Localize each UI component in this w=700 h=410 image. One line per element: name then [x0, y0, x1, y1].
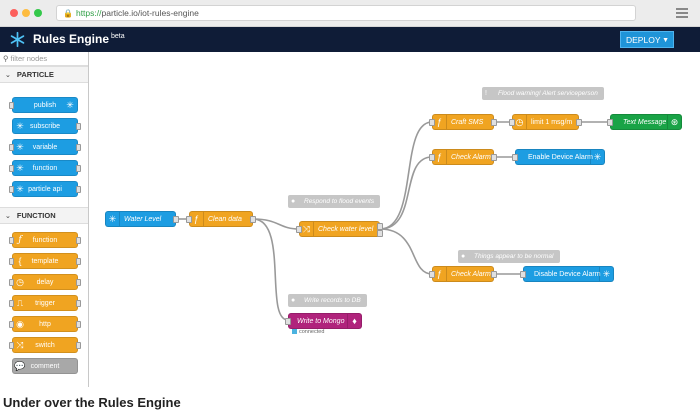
- address-bar[interactable]: 🔒https://particle.io/iot-rules-engine: [56, 5, 636, 21]
- palette-node-switch[interactable]: ⤨ switch: [9, 337, 81, 353]
- particle-icon: ✳: [599, 267, 613, 281]
- particle-icon: ✳: [590, 150, 604, 164]
- node-water-level[interactable]: ✳ Water Level: [105, 211, 179, 227]
- twilio-icon: ⊛: [667, 115, 681, 129]
- comment-normal[interactable]: ●Things appear to be normal: [458, 250, 560, 263]
- beta-badge: beta: [111, 33, 125, 40]
- palette-node-particle-function[interactable]: ✳ function: [9, 160, 81, 176]
- node-check-alarm-1[interactable]: ƒ Check Alarm: [429, 149, 497, 165]
- status-indicator-icon: [292, 329, 297, 335]
- lock-icon: 🔒: [63, 9, 73, 18]
- search-icon: ⚲: [3, 54, 9, 63]
- zoom-window-button[interactable]: [34, 9, 42, 17]
- function-icon: ƒ: [433, 267, 447, 281]
- switch-icon: ⤨: [300, 222, 314, 236]
- palette-node-particle-api[interactable]: ✳ particle api: [9, 181, 81, 197]
- chevron-down-icon: ⌄: [5, 213, 11, 220]
- mongo-status: connected: [292, 329, 324, 335]
- node-check-alarm-2[interactable]: ƒ Check Alarm: [429, 266, 497, 282]
- palette-node-subscribe[interactable]: ✳ subscribe: [12, 118, 81, 134]
- browser-menu-icon[interactable]: [676, 8, 688, 18]
- function-icon: ƒ: [190, 212, 204, 226]
- wire-check-alarm1: [379, 156, 433, 230]
- function-icon: ƒ: [18, 235, 22, 245]
- comment-icon: ●: [461, 253, 466, 260]
- filter-nodes-input[interactable]: ⚲filter nodes: [0, 52, 88, 66]
- globe-icon: ◉: [16, 319, 24, 329]
- url-scheme: https://: [75, 8, 102, 18]
- wire-clean-mongo: [252, 218, 289, 321]
- particle-icon: ✳: [106, 212, 120, 226]
- node-craft-sms[interactable]: ƒ Craft SMS: [429, 114, 497, 130]
- wire-check-sms: [379, 121, 433, 230]
- comment-icon: 💬: [14, 361, 26, 371]
- node-limit[interactable]: ◷ limit 1 msg/m: [509, 114, 582, 130]
- flow-wires: [176, 121, 610, 321]
- category-function[interactable]: ⌄FUNCTION: [0, 207, 88, 224]
- palette-node-function[interactable]: ƒ function: [9, 232, 81, 248]
- comment-icon: ●: [291, 297, 296, 304]
- browser-chrome: 🔒https://particle.io/iot-rules-engine: [0, 0, 700, 27]
- flow-canvas[interactable]: !Flood warning! Alert serviceperson ●Res…: [89, 52, 700, 387]
- node-palette: ⚲filter nodes ⌄PARTICLE publish ✳ ✳ subs…: [0, 52, 89, 387]
- comment-records[interactable]: ●Write records to DB: [288, 294, 367, 307]
- category-particle[interactable]: ⌄PARTICLE: [0, 66, 88, 83]
- comment-icon: ●: [291, 198, 296, 205]
- particle-icon: ✳: [16, 142, 24, 152]
- article-caption: Under over the Rules Engine: [0, 387, 700, 410]
- clock-icon: ◷: [16, 277, 24, 287]
- particle-icon: ✳: [16, 163, 24, 173]
- comment-flood-warning[interactable]: !Flood warning! Alert serviceperson: [482, 87, 604, 100]
- particle-logo-icon: [10, 31, 25, 48]
- function-icon: ƒ: [433, 150, 447, 164]
- deploy-button[interactable]: DEPLOY▼: [620, 31, 674, 48]
- minimize-window-button[interactable]: [22, 9, 30, 17]
- node-text-message[interactable]: Text Message ⊛: [607, 114, 682, 130]
- chevron-down-icon[interactable]: ▼: [662, 37, 669, 44]
- node-check-water-level[interactable]: ⤨ Check water level: [296, 221, 383, 237]
- trigger-icon: ⎍: [16, 298, 24, 308]
- palette-node-template[interactable]: { template: [9, 253, 81, 269]
- node-disable-device-alarm[interactable]: Disable Device Alarm ✳: [520, 266, 614, 282]
- wire-check-alarm2: [379, 228, 433, 275]
- palette-node-delay[interactable]: ◷ delay: [9, 274, 81, 290]
- clock-icon: ◷: [513, 115, 527, 129]
- particle-icon: ✳: [66, 100, 74, 110]
- particle-icon: ✳: [16, 121, 24, 131]
- close-window-button[interactable]: [10, 9, 18, 17]
- node-write-to-mongo[interactable]: Write to Mongo ♦: [285, 313, 362, 329]
- palette-node-comment[interactable]: 💬 comment: [12, 358, 78, 374]
- palette-node-trigger[interactable]: ⎍ trigger: [9, 295, 81, 311]
- palette-node-variable[interactable]: ✳ variable: [9, 139, 81, 155]
- particle-icon: ✳: [16, 184, 24, 194]
- template-icon: {: [18, 256, 22, 266]
- comment-respond[interactable]: ●Respond to flood events: [288, 195, 381, 208]
- palette-node-http-request[interactable]: ◉ http request: [9, 316, 81, 344]
- function-icon: ƒ: [433, 115, 447, 129]
- node-clean-data[interactable]: ƒ Clean data: [186, 211, 256, 227]
- exclamation-icon: !: [485, 90, 487, 97]
- palette-node-publish[interactable]: publish ✳: [9, 97, 78, 113]
- mongodb-leaf-icon: ♦: [347, 314, 361, 328]
- chevron-down-icon: ⌄: [5, 72, 11, 79]
- node-enable-device-alarm[interactable]: Enable Device Alarm ✳: [512, 149, 605, 165]
- switch-icon: ⤨: [16, 340, 24, 350]
- url-text: particle.io/iot-rules-engine: [101, 8, 199, 18]
